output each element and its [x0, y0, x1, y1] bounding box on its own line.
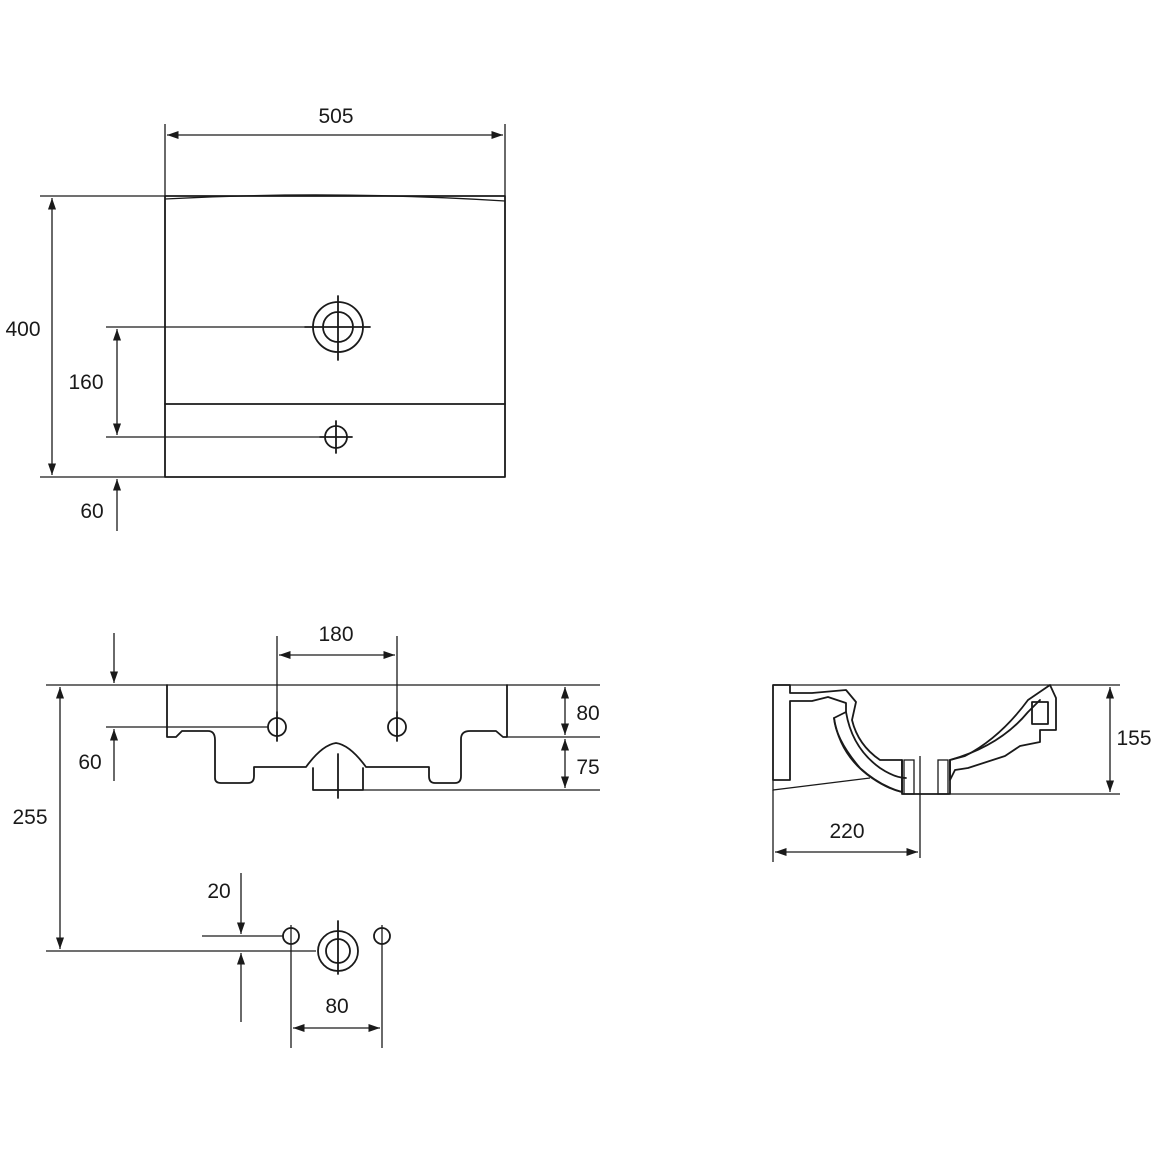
tap-hole-icon	[304, 295, 371, 361]
bowl-curve	[845, 711, 907, 779]
overflow-right-icon	[387, 711, 407, 742]
dim-section-height: 155	[1116, 727, 1151, 750]
overflow-hole-icon	[319, 420, 353, 454]
dim-tap-offset: 160	[68, 371, 103, 394]
dim-lower-height: 75	[576, 756, 599, 779]
dim-hole-spacing: 180	[318, 623, 353, 646]
dim-side-offset: 60	[78, 751, 101, 774]
dim-outlet-distance: 220	[829, 820, 864, 843]
side-section: 155 220	[772, 684, 1152, 862]
dim-top-height: 80	[576, 702, 599, 725]
overflow-left-icon	[267, 711, 287, 742]
outlet-drain-icon	[317, 920, 359, 975]
dim-front-offset: 60	[80, 500, 103, 523]
section-left-wall	[772, 684, 903, 793]
section-right-wall	[949, 684, 1057, 781]
basin-profile-front	[166, 684, 508, 784]
dim-vertical-offset: 20	[207, 880, 230, 903]
outlet-detail: 20 80	[202, 873, 391, 1048]
dim-width: 505	[318, 105, 353, 128]
bowl-curve-right	[949, 699, 1041, 761]
top-edge-curve	[164, 194, 506, 202]
fixing-hole-right-icon	[373, 925, 391, 1048]
front-view: 180 80 75 60 255	[12, 623, 600, 952]
basin-outline-top	[164, 195, 506, 478]
drain-sleeve	[901, 759, 951, 795]
fixing-hole-left-icon	[282, 925, 300, 1048]
top-view: 505 400 160 60	[5, 105, 506, 531]
dim-wall-outlet: 255	[12, 806, 47, 829]
dim-depth: 400	[5, 318, 40, 341]
bowl-outer-curve	[833, 717, 903, 793]
section-base	[772, 777, 871, 791]
dim-fixing-spacing: 80	[325, 995, 348, 1018]
